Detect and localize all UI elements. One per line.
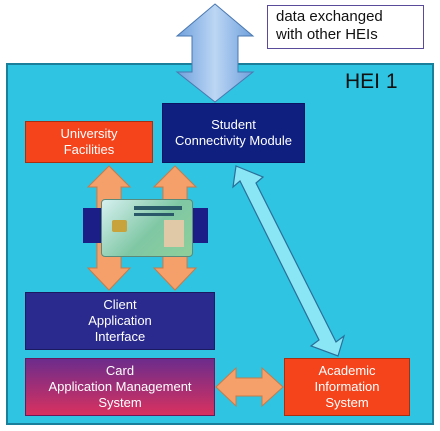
client-application-interface-label: Client Application Interface bbox=[88, 297, 152, 344]
card-application-management-label: Card Application Management System bbox=[48, 363, 192, 410]
university-facilities-label: University Facilities bbox=[60, 126, 118, 157]
connectivity-academic-arrow bbox=[232, 165, 346, 357]
hei-label: HEI 1 bbox=[345, 70, 398, 93]
note-line-1: data exchanged bbox=[276, 8, 383, 25]
card-header-stripe bbox=[134, 206, 182, 210]
student-connectivity-module-label: Student Connectivity Module bbox=[174, 117, 293, 148]
client-application-interface-box: Client Application Interface bbox=[25, 292, 215, 350]
data-exchange-note: data exchanged with other HEIs bbox=[267, 5, 424, 49]
student-connectivity-module-box: Student Connectivity Module bbox=[162, 103, 305, 163]
card-academic-arrow bbox=[215, 366, 284, 408]
note-line-2: with other HEIs bbox=[276, 26, 378, 43]
card-subheader-stripe bbox=[134, 213, 174, 216]
academic-information-system-label: Academic Information System bbox=[314, 363, 380, 410]
card-application-management-box: Card Application Management System bbox=[25, 358, 215, 416]
card-photo bbox=[164, 220, 184, 247]
external-exchange-arrow bbox=[175, 3, 255, 103]
smart-card-image bbox=[101, 199, 193, 257]
card-chip-icon bbox=[112, 220, 127, 232]
university-facilities-box: University Facilities bbox=[25, 121, 153, 163]
academic-information-system-box: Academic Information System bbox=[284, 358, 410, 416]
